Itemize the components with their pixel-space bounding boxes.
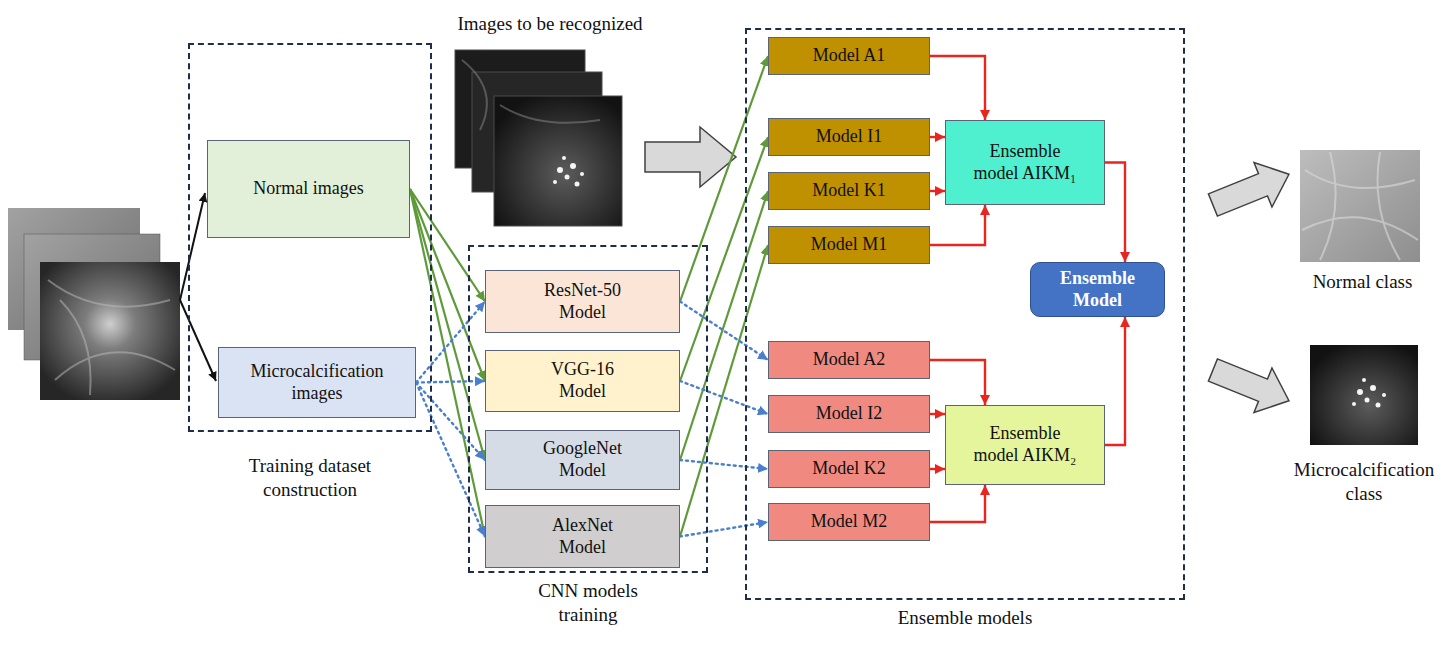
microcalcification-dots <box>553 156 584 187</box>
connector-arrow <box>930 56 985 120</box>
dataset-box: Microcalcification images <box>218 347 416 418</box>
connector-arrow <box>930 485 985 522</box>
split-arrow <box>180 193 205 300</box>
box-label: Model K2 <box>812 458 886 480</box>
model-box: Model K1 <box>768 172 930 210</box>
normal-image <box>1300 150 1420 262</box>
model-box: Model K2 <box>768 450 930 488</box>
dot <box>575 182 580 187</box>
connector-arrow <box>930 468 945 470</box>
box-label: Model I2 <box>816 403 883 425</box>
dot <box>562 156 566 160</box>
dot <box>557 167 563 173</box>
box-label: VGG-16 Model <box>533 359 633 402</box>
box-label: GoogleNet Model <box>533 438 633 481</box>
group-box: Training dataset constructionNormal imag… <box>188 43 432 432</box>
box-label: ResNet-50 Model <box>533 280 633 323</box>
model-box: Model M1 <box>768 226 930 264</box>
caption-label: Normal class <box>1290 270 1435 294</box>
dot <box>580 172 584 176</box>
cnn-box: ResNet-50 Model <box>485 270 680 333</box>
model-box: Model I1 <box>768 118 930 156</box>
dot <box>1362 378 1366 382</box>
dot <box>570 163 576 169</box>
connector-arrow <box>1105 163 1125 263</box>
cnn-box: AlexNet Model <box>485 505 680 568</box>
dot <box>1370 385 1376 391</box>
group-box: Ensemble modelsModel A1Model I1Model K1M… <box>745 28 1185 600</box>
dot <box>1382 393 1386 397</box>
ensemble-box: Ensemble model AIKM₂ <box>945 405 1105 485</box>
connector-arrow <box>416 381 485 383</box>
cnn-box: GoogleNet Model <box>485 430 680 490</box>
group-label: CNN models training <box>518 579 658 627</box>
connector-arrow <box>416 383 485 537</box>
dot <box>1357 389 1363 395</box>
connector-arrow <box>930 205 985 245</box>
caption-label: Images to be recognized <box>420 12 680 36</box>
model-box: Model M2 <box>768 503 930 541</box>
dot <box>1365 398 1370 403</box>
dataset-box: Normal images <box>207 140 410 238</box>
dot <box>1352 402 1356 406</box>
input-image <box>40 262 180 400</box>
connector-arrow <box>930 136 945 138</box>
connector-arrow <box>930 190 945 192</box>
microcalcification-dots <box>1352 378 1386 408</box>
connector-arrow <box>680 460 768 469</box>
ensemble-box: Ensemble model AIKM₁ <box>945 120 1105 205</box>
box-label: Model M2 <box>811 511 888 533</box>
group-label: Ensemble models <box>855 606 1075 630</box>
model-box: Model A1 <box>768 37 930 75</box>
connector-arrow <box>1105 317 1125 445</box>
box-label: Ensemble model AIKM₁ <box>965 141 1085 184</box>
dot <box>565 175 570 180</box>
connector-arrow <box>680 191 768 460</box>
connector-arrow <box>680 137 768 381</box>
connector-arrow <box>680 381 768 414</box>
connector-arrow <box>410 189 485 381</box>
connector-arrow <box>410 189 485 537</box>
connector-arrow <box>930 413 945 415</box>
box-label: Model I1 <box>816 126 883 148</box>
final-ensemble-box: Ensemble Model <box>1030 262 1165 317</box>
box-label: Model M1 <box>811 234 888 256</box>
box-label: Ensemble Model <box>1053 268 1143 311</box>
block-arrow <box>1204 348 1298 423</box>
model-box: Model A2 <box>768 341 930 379</box>
connector-arrow <box>680 245 768 537</box>
connector-arrow <box>930 360 985 405</box>
cnn-box: VGG-16 Model <box>485 350 680 412</box>
tissue-texture <box>462 60 600 130</box>
connector-arrow <box>416 383 485 461</box>
caption-label: Microcalcification class <box>1285 458 1443 506</box>
split-arrow <box>180 300 216 381</box>
model-box: Model I2 <box>768 395 930 433</box>
group-label: Training dataset construction <box>220 454 400 502</box>
dot <box>1376 403 1381 408</box>
connector-arrow <box>416 302 485 383</box>
dot <box>553 180 557 184</box>
connector-arrow <box>680 302 768 361</box>
box-label: AlexNet Model <box>533 515 633 558</box>
test-image <box>494 96 622 226</box>
box-label: Ensemble model AIKM₂ <box>965 423 1085 466</box>
connector-arrow <box>680 522 768 537</box>
box-label: Normal images <box>253 178 363 200</box>
connector-arrow <box>680 56 768 302</box>
tissue-texture <box>1302 152 1418 260</box>
box-label: Model K1 <box>812 180 886 202</box>
connector-arrow <box>410 189 485 460</box>
box-label: Microcalcification images <box>237 361 397 404</box>
group-box: CNN models trainingResNet-50 ModelVGG-16… <box>468 245 708 573</box>
tissue-texture <box>48 280 175 395</box>
box-label: Model A2 <box>813 349 886 371</box>
box-label: Model A1 <box>813 45 886 67</box>
block-arrow <box>1204 152 1298 227</box>
block-arrow <box>645 127 736 187</box>
microcalcification-image <box>1310 345 1418 445</box>
